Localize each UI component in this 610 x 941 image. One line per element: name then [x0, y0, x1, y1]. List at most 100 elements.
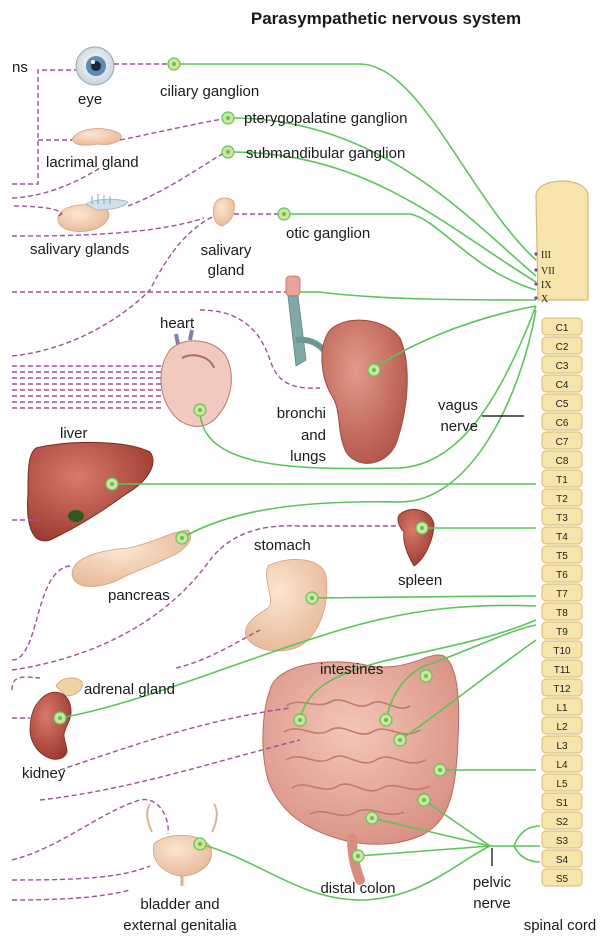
- spinal-segment-label: L2: [556, 722, 568, 733]
- spinal-segment-label: T6: [556, 570, 568, 581]
- spinal-segment-label: T9: [556, 627, 568, 638]
- ganglion-core: [420, 526, 424, 530]
- ganglion-core: [172, 62, 176, 66]
- ganglion-core: [58, 716, 62, 720]
- spinal-segment-label: L5: [556, 779, 568, 790]
- spinal-segment-label: T2: [556, 494, 568, 505]
- label-bladder-line1: bladder and: [140, 896, 219, 913]
- label-vagus-line1: vagus: [438, 397, 478, 414]
- label-vagus-line2: nerve: [440, 418, 478, 435]
- ganglion-core: [298, 718, 302, 722]
- label-stomach: stomach: [254, 537, 311, 554]
- label-salivary-gland-line1: salivary: [201, 242, 252, 259]
- cranial-nerve-label: III: [541, 250, 551, 261]
- ganglion-core: [310, 596, 314, 600]
- cranial-nerve-label: VII: [541, 266, 555, 277]
- spinal-segment-label: C3: [556, 361, 569, 372]
- spinal-segment-label: S1: [556, 798, 569, 809]
- label-ciliary-ganglion: ciliary ganglion: [160, 83, 259, 100]
- ganglion-core: [438, 768, 442, 772]
- label-salivary-glands: salivary glands: [30, 241, 129, 258]
- label-lacrimal-gland: lacrimal gland: [46, 154, 139, 171]
- ganglion-core: [370, 816, 374, 820]
- spinal-cord: III VII IX X C1C2C3C4C5C6C7C8T1T2T3T4T5T6T7T…: [534, 181, 588, 886]
- spinal-segment-label: C6: [556, 418, 569, 429]
- intestines-illustration: [263, 655, 459, 880]
- ganglion-core: [372, 368, 376, 372]
- cranial-nerve-dot: [534, 296, 537, 299]
- spinal-segment-label: T12: [553, 684, 571, 695]
- label-heart: heart: [160, 315, 195, 332]
- spinal-segment-label: L3: [556, 741, 568, 752]
- spinal-segment-label: C1: [556, 323, 569, 334]
- ganglion-core: [226, 150, 230, 154]
- spinal-segment-label: T3: [556, 513, 568, 524]
- spinal-segment-label: C2: [556, 342, 569, 353]
- label-bronchi-line3: lungs: [290, 448, 326, 465]
- label-adrenal-gland: adrenal gland: [84, 681, 175, 698]
- pancreas-illustration: [72, 530, 191, 587]
- cranial-nerve-dot: [534, 268, 537, 271]
- label-eye: eye: [78, 91, 102, 108]
- spinal-segment-label: C4: [556, 380, 569, 391]
- spinal-segment-label: T7: [556, 589, 568, 600]
- label-pancreas: pancreas: [108, 587, 170, 604]
- label-pterygopalatine-ganglion: pterygopalatine ganglion: [244, 110, 407, 127]
- spinal-segment-label: C8: [556, 456, 569, 467]
- label-distal-colon: distal colon: [320, 880, 395, 897]
- spinal-segment-label: T8: [556, 608, 568, 619]
- liver-illustration: [28, 442, 153, 540]
- cranial-nerve-label: X: [541, 294, 549, 305]
- spinal-segment-label: T5: [556, 551, 568, 562]
- spinal-segment-label: S4: [556, 855, 569, 866]
- spinal-segment-label: S3: [556, 836, 569, 847]
- label-pelvic-line2: nerve: [473, 895, 511, 912]
- spinal-segment-label: T10: [553, 646, 571, 657]
- label-pelvic-line1: pelvic: [473, 874, 512, 891]
- ganglion-core: [356, 854, 360, 858]
- ganglion-core: [398, 738, 402, 742]
- spinal-segment-label: T11: [554, 665, 571, 676]
- label-liver: liver: [60, 425, 88, 442]
- label-spinal-cord: spinal cord: [524, 917, 597, 934]
- spinal-segment-label: C5: [556, 399, 569, 410]
- label-spleen: spleen: [398, 572, 442, 589]
- ganglion-core: [110, 482, 114, 486]
- diagram-title: Parasympathetic nervous system: [251, 9, 521, 28]
- spinal-segment-label: T1: [556, 475, 568, 486]
- spinal-segment-label: C7: [556, 437, 569, 448]
- ganglion-core: [282, 212, 286, 216]
- ganglion-core: [422, 798, 426, 802]
- spinal-segment-label: L1: [556, 703, 568, 714]
- label-cropped-ns: ns: [12, 59, 28, 76]
- ganglion-core: [198, 408, 202, 412]
- salivary-gland-illustration: [213, 198, 234, 226]
- salivary-glands-illustration: [58, 194, 128, 231]
- label-kidney: kidney: [22, 765, 66, 782]
- label-salivary-gland-line2: gland: [208, 262, 245, 279]
- cranial-nerve-dot: [534, 282, 537, 285]
- label-bronchi-line1: bronchi: [277, 405, 326, 422]
- spinal-segment-label: T4: [556, 532, 568, 543]
- spinal-segment-label: L4: [556, 760, 568, 771]
- spleen-illustration: [398, 509, 434, 566]
- spinal-segment-label: S2: [556, 817, 569, 828]
- ganglion-core: [198, 842, 202, 846]
- kidney-illustration: [30, 692, 71, 759]
- ganglion-core: [384, 718, 388, 722]
- label-otic-ganglion: otic ganglion: [286, 225, 370, 242]
- label-bronchi-line2: and: [301, 427, 326, 444]
- eye-illustration: [76, 47, 114, 85]
- label-submandibular-ganglion: submandibular ganglion: [246, 145, 405, 162]
- cranial-nerve-dot: [534, 252, 537, 255]
- label-bladder-line2: external genitalia: [123, 917, 237, 934]
- label-intestines: intestines: [320, 661, 383, 678]
- cranial-nerve-label: IX: [541, 280, 552, 291]
- lacrimal-gland-illustration: [72, 129, 121, 146]
- ganglion-core: [226, 116, 230, 120]
- ganglion-core: [424, 674, 428, 678]
- spinal-segment-label: S5: [556, 874, 569, 885]
- ganglion-core: [180, 536, 184, 540]
